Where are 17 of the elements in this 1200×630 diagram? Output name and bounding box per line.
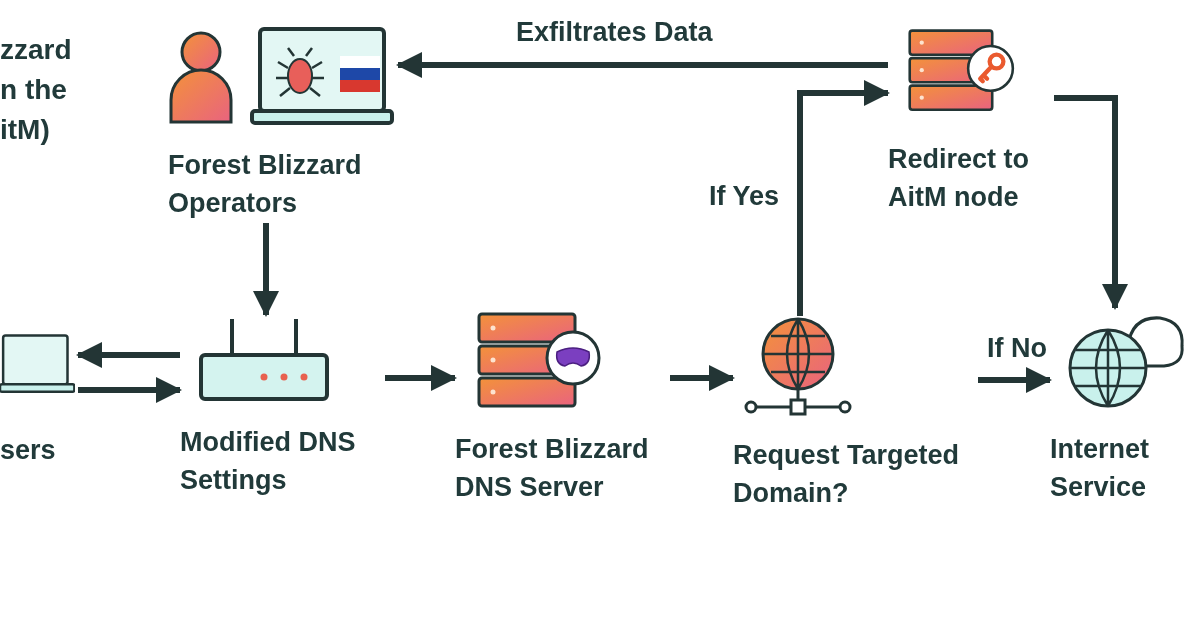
node-label: Forest Blizzard DNS Server (455, 433, 650, 504)
node-label: Internet Service (1050, 433, 1150, 504)
node-label: Modified DNS Settings (180, 426, 357, 497)
arrow (670, 365, 735, 391)
partial-title-text: zzard n the itM) (0, 33, 73, 147)
node-label: sers (0, 434, 56, 467)
node-label: Redirect to AitM node (888, 143, 1031, 214)
arrow (253, 223, 279, 317)
arrow (78, 377, 182, 403)
arrow (396, 52, 888, 78)
arrow (978, 367, 1052, 393)
arrow (76, 342, 180, 368)
arrow (797, 80, 890, 316)
arrow (385, 365, 457, 391)
node-label: Request Targeted Domain? (733, 439, 961, 510)
arrow (1054, 95, 1128, 310)
node-label: Forest Blizzard Operators (168, 149, 363, 220)
